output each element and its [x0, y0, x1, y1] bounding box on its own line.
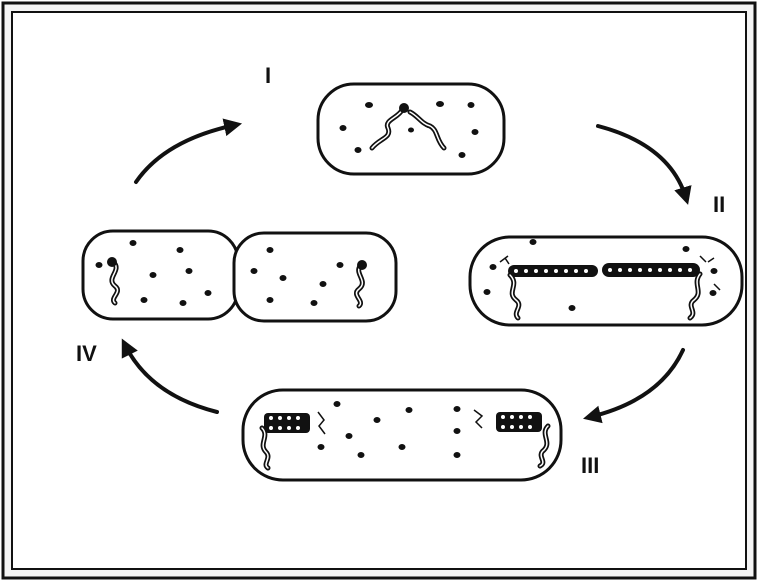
stage-label-i: I	[265, 63, 271, 88]
cell-membrane	[243, 390, 561, 480]
daughter-cell-left	[83, 231, 238, 319]
cell-stage-i	[318, 84, 504, 174]
filament-right	[496, 412, 542, 432]
stage-label-ii: II	[713, 192, 725, 217]
cell-stage-iv	[83, 231, 396, 321]
stage-label-iii: III	[581, 453, 599, 478]
daughter-cell-right	[234, 233, 396, 321]
stage-label-iv: IV	[76, 341, 97, 366]
filament-right	[602, 263, 700, 277]
cell-stage-iii	[243, 390, 561, 480]
cell-stage-ii	[470, 237, 742, 325]
centrosome	[399, 103, 409, 113]
filament-left	[264, 413, 310, 433]
filament-left	[508, 265, 598, 277]
cell-membrane	[470, 237, 742, 325]
